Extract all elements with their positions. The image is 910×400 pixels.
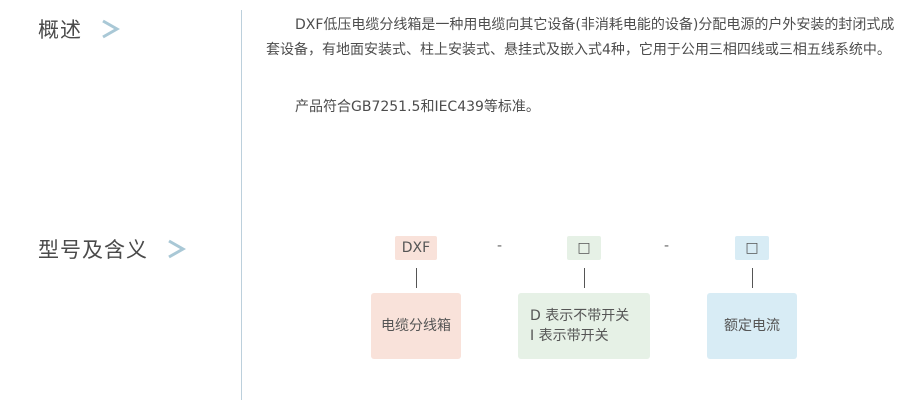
overview-paragraph-2: 产品符合GB7251.5和IEC439等标准。 — [295, 99, 540, 115]
name-description-box: 电缆分线箱 — [371, 293, 461, 359]
type-description-box: D 表示不带开关 I 表示带开关 — [518, 293, 650, 359]
separator-dash-1: - — [497, 238, 503, 254]
overview-heading: 概述 — [38, 14, 120, 44]
model-title: 型号及含义 — [38, 238, 148, 262]
type-description-no-switch: D 表示不带开关 — [530, 308, 630, 324]
connector-line-2 — [584, 268, 585, 288]
separator-dash-2: - — [664, 238, 670, 254]
overview-paragraph-1: DXF低压电缆分线箱是一种用电缆向其它设备(非消耗电能的设备)分配电源的户外安装… — [266, 17, 895, 58]
overview-title: 概述 — [38, 18, 82, 42]
name-description: 电缆分线箱 — [381, 318, 451, 334]
model-code-tag: DXF — [395, 236, 437, 260]
type-description-with-switch: I 表示带开关 — [530, 328, 609, 344]
chevron-right-icon — [102, 19, 120, 39]
model-heading: 型号及含义 — [38, 234, 186, 264]
type-placeholder-tag: □ — [567, 236, 601, 260]
chevron-right-icon — [168, 239, 186, 259]
current-description-box: 额定电流 — [707, 293, 797, 359]
divider-line — [241, 10, 242, 400]
connector-line-1 — [416, 268, 417, 288]
connector-line-3 — [752, 268, 753, 288]
current-placeholder-tag: □ — [735, 236, 769, 260]
current-description: 额定电流 — [724, 318, 780, 334]
